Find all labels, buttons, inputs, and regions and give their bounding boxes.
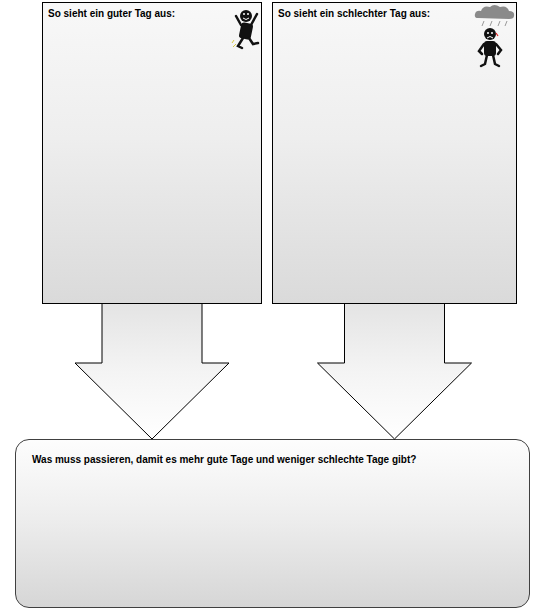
bad-day-box: So sieht ein schlechter Tag aus: (272, 2, 517, 304)
sad-figure (475, 5, 514, 66)
good-day-box: So sieht ein guter Tag aus: (42, 2, 262, 304)
happy-figure (232, 10, 258, 48)
block-arrow (75, 304, 229, 439)
box-heading: Was muss passieren, damit es mehr gute T… (32, 454, 515, 466)
box-heading: So sieht ein schlechter Tag aus: (278, 8, 472, 20)
question-box: Was muss passieren, damit es mehr gute T… (15, 439, 530, 608)
box-heading: So sieht ein guter Tag aus: (48, 8, 227, 20)
block-arrow (318, 304, 472, 439)
